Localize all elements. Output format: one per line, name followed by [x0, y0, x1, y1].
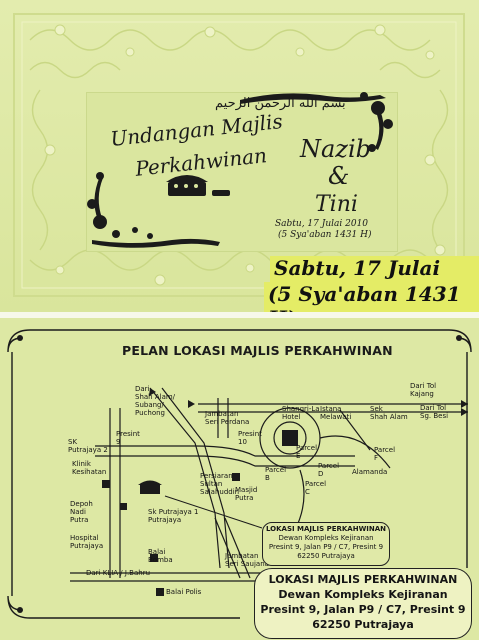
callout-small-line-4: 62250 Putrajaya: [297, 552, 355, 560]
callout-small-line-2: Dewan Kompleks Kejiranan: [278, 534, 374, 542]
label-dari-klia: Dari KLIA / J.Bahru: [86, 569, 151, 577]
ampersand: &: [328, 162, 350, 190]
map-title: PELAN LOKASI MAJLIS PERKAHWINAN: [122, 343, 393, 358]
label-alamanda: Alamanda: [352, 468, 388, 476]
groom-name: Nazib: [300, 135, 371, 163]
callout-big-line-3: Presint 9, Jalan P9 / C7, Presint 9: [260, 603, 466, 616]
small-date-line-1: Sabtu, 17 Julai 2010: [275, 219, 369, 229]
embossed-floral-border: [13, 13, 465, 297]
location-callout-small: LOKASI MAJLIS PERKAHWINAN Dewan Kompleks…: [262, 522, 390, 566]
callout-small-line-3: Presint 9, Jalan P9 / C7, Presint 9: [268, 543, 384, 551]
small-date-line-2: (5 Sya'aban 1431 H): [278, 230, 372, 240]
callout-small-line-1: LOKASI MAJLIS PERKAHWINAN: [265, 525, 387, 533]
arabic-heading: بسم الله الرحمن الرحيم: [215, 96, 346, 111]
inner-panel: [86, 92, 398, 252]
callout-big-line-1: LOKASI MAJLIS PERKAHWINAN: [268, 573, 458, 586]
location-callout-big: LOKASI MAJLIS PERKAHWINAN Dewan Kompleks…: [254, 568, 472, 639]
card-separator: [0, 312, 479, 318]
bride-name: Tini: [315, 192, 358, 217]
callout-big-line-4: 62250 Putrajaya: [312, 618, 414, 631]
label-balai-polis: Balai Polis: [166, 588, 202, 596]
invitation-card-front: بسم الله الرحمن الرحيم Undangan Majlis P…: [0, 0, 479, 330]
callout-big-line-2: Dewan Kompleks Kejiranan: [278, 588, 448, 601]
black-floral-ornament: [87, 92, 393, 248]
